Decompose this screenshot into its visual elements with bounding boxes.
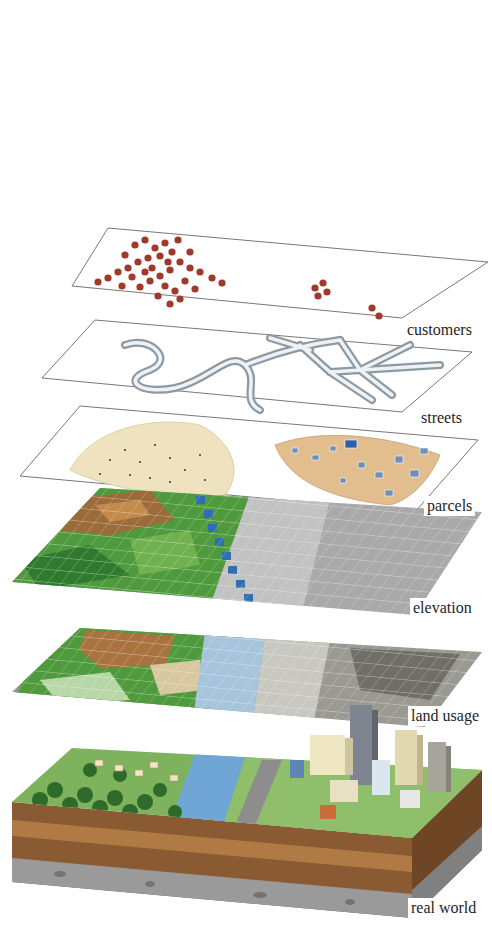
layer-label: parcels [424,496,475,516]
customers-layer [72,228,488,320]
parcel-points [99,444,206,483]
layer-label: elevation [410,598,475,618]
road [225,760,282,850]
street-lines [125,338,440,410]
layer-label: streets [418,408,465,428]
customer-dots [94,236,382,319]
parcel-buildings [292,440,428,496]
layer-label: customers [404,320,475,340]
layer-label: real world [408,898,479,918]
land-usage-layer [0,615,492,745]
parcel-area [275,435,440,505]
layer-plane [20,406,478,512]
elevation-layer [0,470,492,630]
layer-label: land usage [408,706,482,726]
parcel-area [70,422,234,496]
layer-plane [72,228,488,318]
parcels-layer [20,406,478,512]
real-world-block [12,705,482,918]
